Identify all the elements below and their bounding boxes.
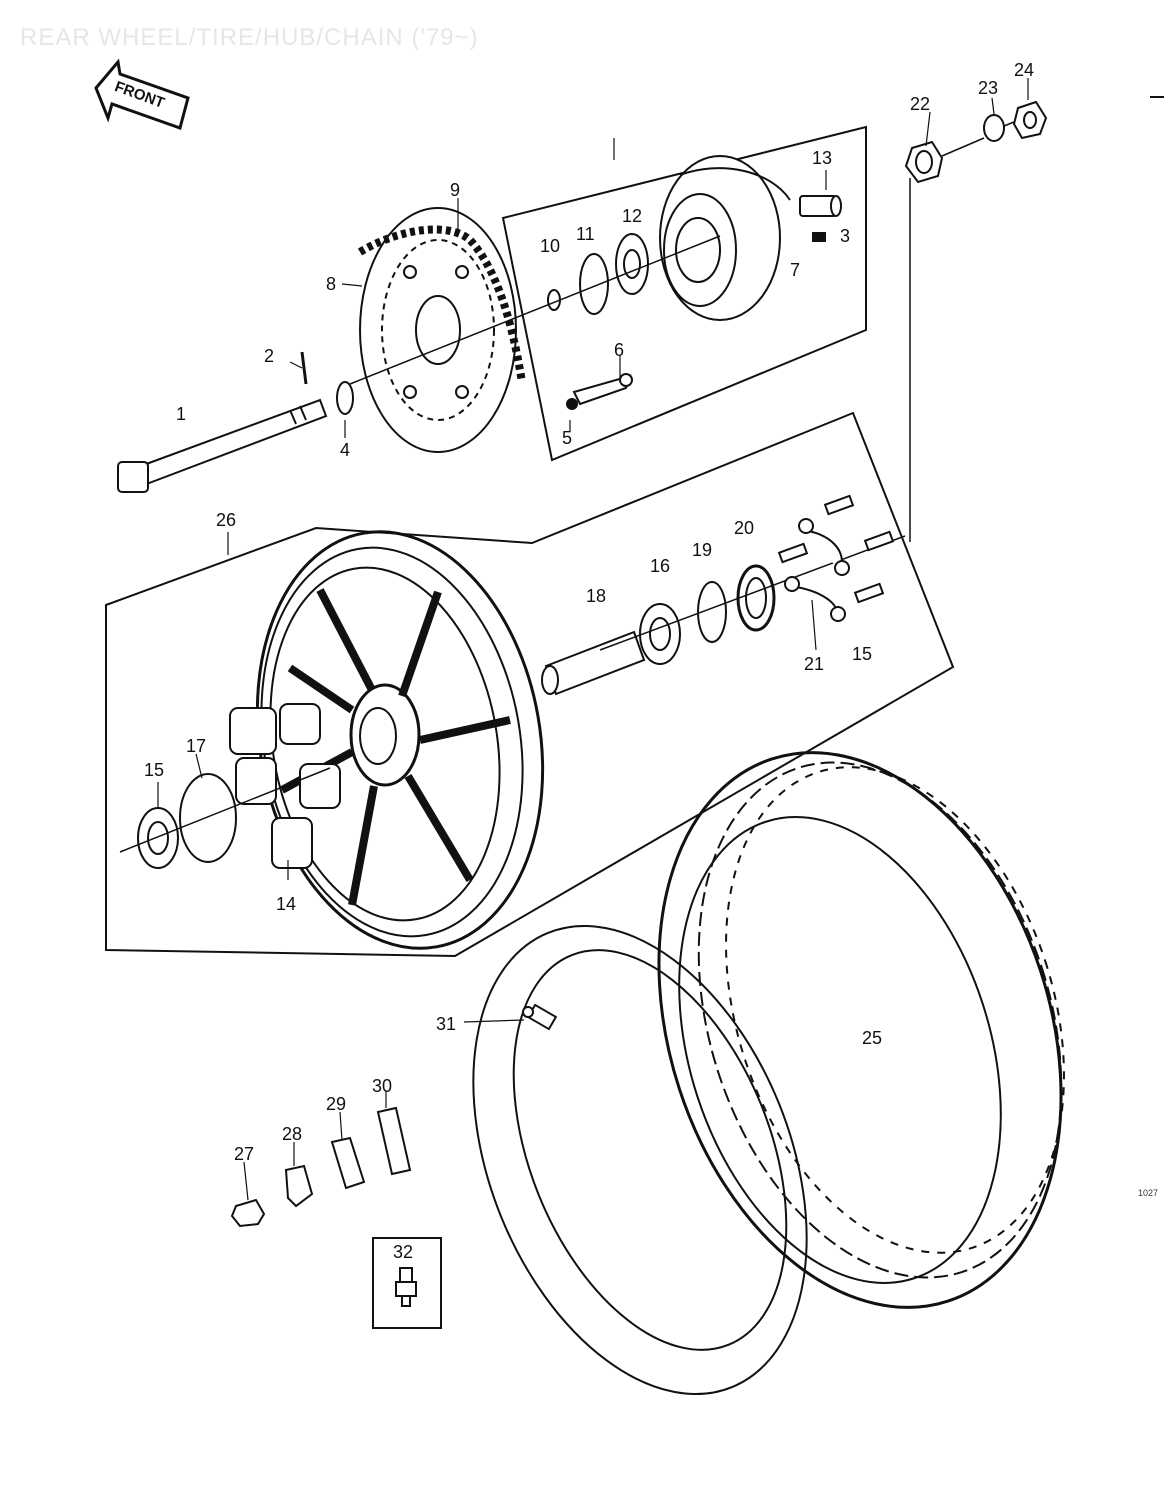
callout-3: 3 xyxy=(840,226,850,246)
callout-24: 24 xyxy=(1014,60,1034,80)
callout-4: 4 xyxy=(340,440,350,460)
drive-chain xyxy=(357,225,526,383)
sprocket-nut xyxy=(566,398,578,410)
washer xyxy=(983,114,1005,142)
callout-14: 14 xyxy=(276,894,296,914)
callout-31: 31 xyxy=(436,1014,456,1034)
sprocket-bolts xyxy=(777,494,895,604)
callout-5: 5 xyxy=(562,428,572,448)
rear-sprocket xyxy=(359,207,517,453)
distance-collar xyxy=(541,630,646,696)
callout-15-right: 15 xyxy=(852,644,872,664)
coupling-bearing xyxy=(615,233,649,295)
valve-grommet xyxy=(376,1106,412,1176)
bearing-circlip xyxy=(697,581,727,643)
callout-19: 19 xyxy=(692,540,712,560)
hub-leader-line xyxy=(349,235,721,385)
grease-seal xyxy=(736,564,776,632)
callout-27: 27 xyxy=(234,1144,254,1164)
axle-nut xyxy=(904,140,944,184)
callout-15-left: 15 xyxy=(144,760,164,780)
sprocket-coupling xyxy=(659,155,791,321)
callout-21: 21 xyxy=(804,654,824,674)
callout-8: 8 xyxy=(326,274,336,294)
callout-23: 23 xyxy=(978,78,998,98)
tire xyxy=(657,751,1065,1309)
valve-washer xyxy=(330,1136,366,1190)
callout-leaders xyxy=(157,78,1029,1201)
cotter-pin xyxy=(300,351,308,385)
callout-10: 10 xyxy=(540,236,560,256)
callout-12: 12 xyxy=(622,206,642,226)
callout-13: 13 xyxy=(812,148,832,168)
callout-20: 20 xyxy=(734,518,754,538)
callout-2: 2 xyxy=(264,346,274,366)
callout-6: 6 xyxy=(614,340,624,360)
coupling-collar xyxy=(799,195,842,217)
axle-washer xyxy=(336,381,354,415)
callout-16: 16 xyxy=(650,556,670,576)
hub-damper-rubbers xyxy=(229,703,341,869)
callout-18: 18 xyxy=(586,586,606,606)
edge-mark xyxy=(1150,96,1164,98)
valve-nut xyxy=(284,1164,314,1208)
circlip xyxy=(579,253,609,315)
callout-22: 22 xyxy=(910,94,930,114)
callout-29: 29 xyxy=(326,1094,346,1114)
callout-labels: 1 2 3 4 5 6 7 8 9 10 11 12 13 14 15 15 1… xyxy=(144,60,1034,1262)
callout-26: 26 xyxy=(216,510,236,530)
front-arrow: FRONT xyxy=(94,58,190,130)
callout-28: 28 xyxy=(282,1124,302,1144)
o-ring xyxy=(179,773,237,863)
valve-cap xyxy=(230,1198,266,1228)
rear-axle xyxy=(117,398,328,493)
callout-25: 25 xyxy=(862,1028,882,1048)
callout-7: 7 xyxy=(790,260,800,280)
callout-17: 17 xyxy=(186,736,206,756)
valve-core-box xyxy=(372,1237,442,1329)
left-wheel-bearing xyxy=(137,807,179,869)
right-wheel-bearing xyxy=(639,603,681,665)
callout-32: 32 xyxy=(393,1242,413,1262)
tube-valve xyxy=(522,1003,558,1031)
hub-group-frame xyxy=(501,125,867,462)
cast-wheel xyxy=(255,530,545,950)
inner-tube xyxy=(472,924,808,1396)
sprocket-stud xyxy=(812,232,826,242)
page-title: REAR WHEEL/TIRE/HUB/CHAIN ('79~) xyxy=(20,24,479,51)
lock-nut xyxy=(1012,100,1048,140)
wheel-group-frame xyxy=(105,411,955,958)
callout-1: 1 xyxy=(176,404,186,424)
lock-washer xyxy=(572,373,633,406)
valve-core xyxy=(395,1267,417,1307)
bolt-lock-plates xyxy=(784,518,850,622)
callout-11: 11 xyxy=(576,224,595,244)
figure-code: 1027 xyxy=(1138,1188,1159,1198)
callout-9: 9 xyxy=(450,180,460,200)
callout-30: 30 xyxy=(372,1076,392,1096)
